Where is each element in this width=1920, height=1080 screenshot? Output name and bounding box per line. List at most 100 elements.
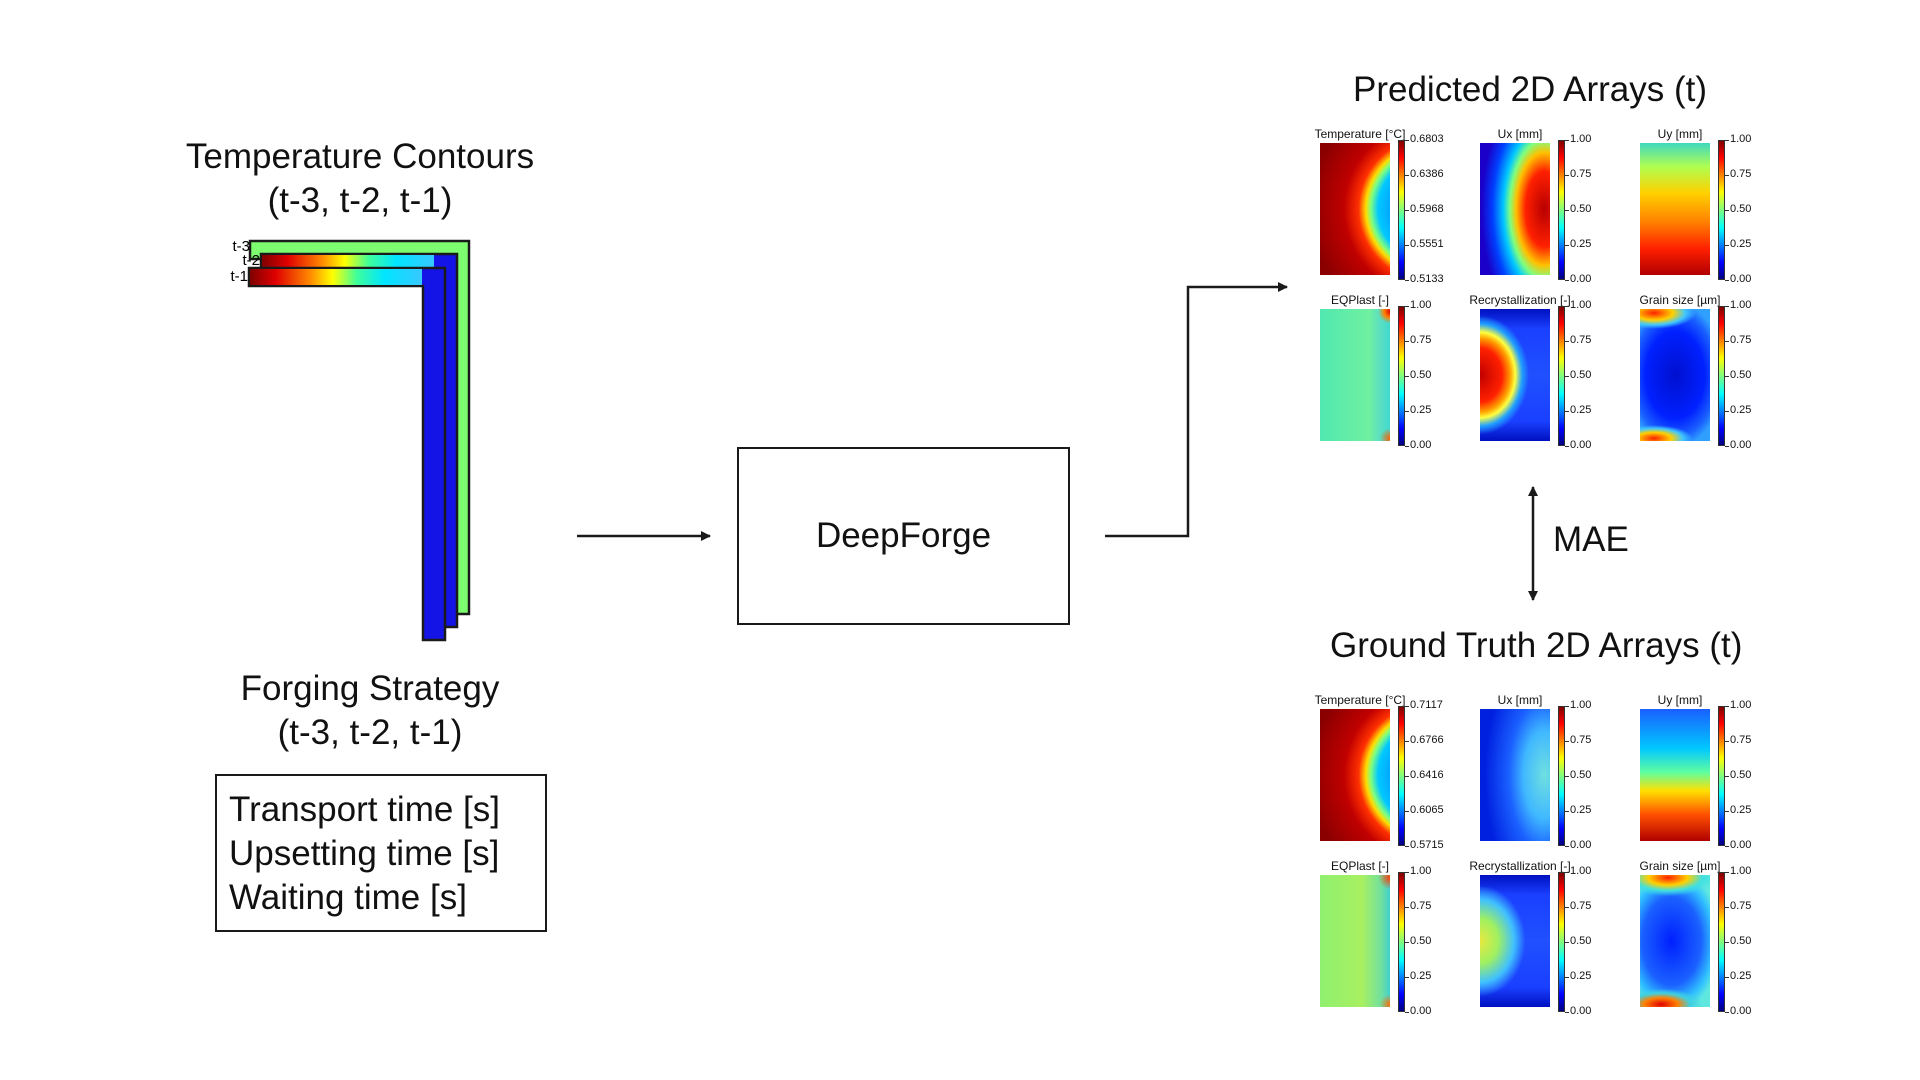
predicted-panel-title: Grain size [µm] <box>1639 293 1721 307</box>
ground-truth-colorbar-label: 0.25 <box>1730 970 1752 982</box>
predicted-colorbar-tick <box>1405 210 1409 211</box>
predicted-colorbar <box>1558 306 1565 446</box>
ground-truth-heatmap <box>1640 709 1710 841</box>
ground-truth-panel-title: Grain size [µm] <box>1639 859 1721 873</box>
predicted-colorbar-label: 0.5968 <box>1410 203 1444 215</box>
predicted-heatmap <box>1320 143 1390 275</box>
predicted-colorbar-tick <box>1405 341 1409 342</box>
ground-truth-colorbar-tick <box>1725 846 1729 847</box>
ground-truth-colorbar-tick <box>1725 942 1729 943</box>
predicted-colorbar-label: 0.25 <box>1570 238 1592 250</box>
predicted-colorbar-tick <box>1565 280 1569 281</box>
ground-truth-colorbar-label: 0.50 <box>1570 769 1592 781</box>
predicted-colorbar-label: 0.50 <box>1730 203 1752 215</box>
ground-truth-colorbar-tick <box>1565 811 1569 812</box>
predicted-colorbar-tick <box>1725 140 1729 141</box>
param-waiting-time: Waiting time [s] <box>229 878 467 917</box>
predicted-colorbar-label: 0.25 <box>1410 404 1432 416</box>
ground-truth-heatmap <box>1640 875 1710 1007</box>
predicted-heatmap <box>1640 143 1710 275</box>
predicted-colorbar-tick <box>1565 341 1569 342</box>
label-t2: t-2 <box>242 252 260 269</box>
ground-truth-colorbar-label: 1.00 <box>1410 865 1432 877</box>
predicted-colorbar-label: 1.00 <box>1410 299 1432 311</box>
ground-truth-heatmap <box>1480 709 1550 841</box>
predicted-colorbar-tick <box>1405 280 1409 281</box>
ground-truth-colorbar-tick <box>1725 1012 1729 1013</box>
ground-truth-colorbar-label: 0.6065 <box>1410 804 1444 816</box>
ground-truth-colorbar-label: 0.00 <box>1730 1005 1752 1017</box>
ground-truth-colorbar-label: 0.50 <box>1570 935 1592 947</box>
predicted-colorbar-label: 0.00 <box>1570 273 1592 285</box>
predicted-panel-title: Ux [mm] <box>1497 127 1543 141</box>
ground-truth-colorbar <box>1558 872 1565 1012</box>
predicted-colorbar-label: 0.50 <box>1730 369 1752 381</box>
predicted-colorbar-label: 0.5133 <box>1410 273 1444 285</box>
ground-truth-colorbar-label: 0.6766 <box>1410 734 1444 746</box>
predicted-colorbar-tick <box>1725 175 1729 176</box>
ground-truth-colorbar-label: 0.25 <box>1570 970 1592 982</box>
ground-truth-panel-title: Temperature [°C] <box>1314 693 1406 707</box>
ground-truth-colorbar-label: 0.50 <box>1730 935 1752 947</box>
ground-truth-heatmap <box>1320 709 1390 841</box>
forging-title-line1: Forging Strategy <box>240 669 500 708</box>
ground-truth-colorbar-tick <box>1565 776 1569 777</box>
mae-label: MAE <box>1553 520 1629 559</box>
predicted-colorbar-label: 0.75 <box>1570 168 1592 180</box>
ground-truth-colorbar-label: 0.00 <box>1410 1005 1432 1017</box>
param-upsetting-time: Upsetting time [s] <box>229 834 500 873</box>
forging-title-line2: (t-3, t-2, t-1) <box>277 713 463 752</box>
ground-truth-colorbar-tick <box>1405 706 1409 707</box>
ground-truth-colorbar-tick <box>1405 872 1409 873</box>
predicted-colorbar-tick <box>1565 210 1569 211</box>
ground-truth-panel-title: EQPlast [-] <box>1330 859 1389 873</box>
ground-truth-colorbar-label: 0.75 <box>1570 734 1592 746</box>
ground-truth-colorbar-tick <box>1405 846 1409 847</box>
ground-truth-colorbar-tick <box>1405 942 1409 943</box>
ground-truth-colorbar-label: 0.00 <box>1570 839 1592 851</box>
ground-truth-colorbar-label: 0.00 <box>1570 1005 1592 1017</box>
forging-strategy-title: Forging Strategy (t-3, t-2, t-1) <box>170 667 570 755</box>
predicted-title: Predicted 2D Arrays (t) <box>1353 70 1707 109</box>
predicted-colorbar-tick <box>1725 306 1729 307</box>
ground-truth-colorbar-tick <box>1565 706 1569 707</box>
predicted-colorbar-label: 0.50 <box>1570 369 1592 381</box>
deepforge-model-box: DeepForge <box>737 447 1070 625</box>
ground-truth-colorbar-tick <box>1725 741 1729 742</box>
ground-truth-colorbar-tick <box>1725 811 1729 812</box>
predicted-colorbar-tick <box>1405 175 1409 176</box>
ground-truth-colorbar-label: 1.00 <box>1730 699 1752 711</box>
predicted-colorbar-label: 0.25 <box>1570 404 1592 416</box>
predicted-colorbar-tick <box>1725 446 1729 447</box>
predicted-colorbar-label: 0.75 <box>1570 334 1592 346</box>
predicted-colorbar <box>1398 306 1405 446</box>
predicted-colorbar-tick <box>1565 376 1569 377</box>
predicted-colorbar-tick <box>1565 306 1569 307</box>
ground-truth-colorbar-tick <box>1405 907 1409 908</box>
predicted-colorbar-label: 0.6386 <box>1410 168 1444 180</box>
predicted-colorbar-label: 1.00 <box>1730 133 1752 145</box>
ground-truth-colorbar-tick <box>1405 776 1409 777</box>
deepforge-label: DeepForge <box>815 516 992 555</box>
predicted-colorbar-label: 0.00 <box>1410 439 1432 451</box>
ground-truth-colorbar-label: 0.75 <box>1730 734 1752 746</box>
ground-truth-colorbar <box>1718 872 1725 1012</box>
predicted-colorbar <box>1718 306 1725 446</box>
ground-truth-colorbar-label: 0.75 <box>1410 900 1432 912</box>
predicted-colorbar-label: 0.00 <box>1730 273 1752 285</box>
ground-truth-colorbar-label: 0.25 <box>1730 804 1752 816</box>
ground-truth-colorbar-tick <box>1565 1012 1569 1013</box>
ground-truth-colorbar-label: 1.00 <box>1570 865 1592 877</box>
ground-truth-heatmap <box>1480 875 1550 1007</box>
predicted-colorbar-label: 0.75 <box>1730 168 1752 180</box>
predicted-panel-title: Temperature [°C] <box>1314 127 1406 141</box>
predicted-panel-title: Uy [mm] <box>1657 127 1703 141</box>
predicted-heatmap <box>1480 143 1550 275</box>
predicted-colorbar-label: 1.00 <box>1730 299 1752 311</box>
ground-truth-title: Ground Truth 2D Arrays (t) <box>1330 626 1743 665</box>
layer-t1 <box>247 266 447 642</box>
ground-truth-colorbar-label: 0.00 <box>1730 839 1752 851</box>
predicted-colorbar-tick <box>1405 376 1409 377</box>
predicted-colorbar-tick <box>1405 245 1409 246</box>
predicted-colorbar-tick <box>1725 341 1729 342</box>
